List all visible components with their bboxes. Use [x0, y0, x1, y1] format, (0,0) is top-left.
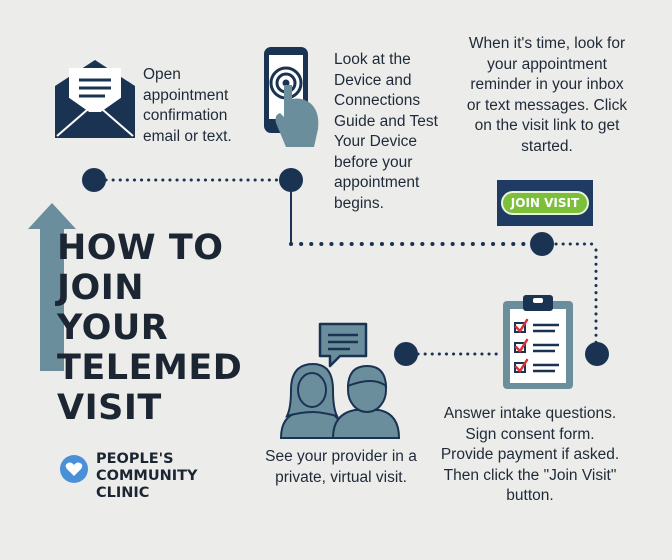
step-email-text: Open appointment confirmation email or t…: [143, 66, 232, 145]
brand-line: PEOPLE'S: [96, 451, 174, 467]
people-icon: [279, 362, 401, 439]
title-line: HOW TO: [57, 228, 224, 268]
up-arrow-icon: [28, 203, 76, 371]
brand-line: COMMUNITY: [96, 468, 198, 484]
brand-logo: PEOPLE'S COMMUNITY CLINIC: [96, 451, 198, 502]
page-title: HOW TO JOIN YOUR TELEMED VISIT: [57, 228, 287, 428]
title-line: TELEMED: [57, 348, 243, 388]
heart-icon: [60, 455, 88, 483]
title-line: VISIT: [57, 388, 162, 428]
step-reminder-text: When it's time, look for your appointmen…: [466, 35, 628, 155]
step-device-text: Look at the Device and Connections Guide…: [334, 51, 438, 212]
step-node-1: [82, 168, 106, 192]
envelope-icon: [55, 60, 135, 138]
brand-line: CLINIC: [96, 485, 150, 501]
join-visit-image: JOIN VISIT: [497, 180, 593, 226]
join-visit-button[interactable]: JOIN VISIT: [500, 191, 590, 215]
tap-phone-icon: [264, 47, 319, 147]
checklist-icon: [503, 295, 573, 389]
step-node-3: [530, 232, 554, 256]
title-line: YOUR: [57, 308, 169, 348]
title-line: JOIN: [57, 268, 145, 308]
step-node-5: [394, 342, 418, 366]
step-intake-text: Answer intake questions. Sign consent fo…: [440, 405, 620, 504]
chat-bubble-icon: [318, 322, 368, 368]
step-provider-text: See your provider in a private, virtual …: [265, 448, 417, 486]
step-node-4: [585, 342, 609, 366]
step-node-2: [279, 168, 303, 192]
